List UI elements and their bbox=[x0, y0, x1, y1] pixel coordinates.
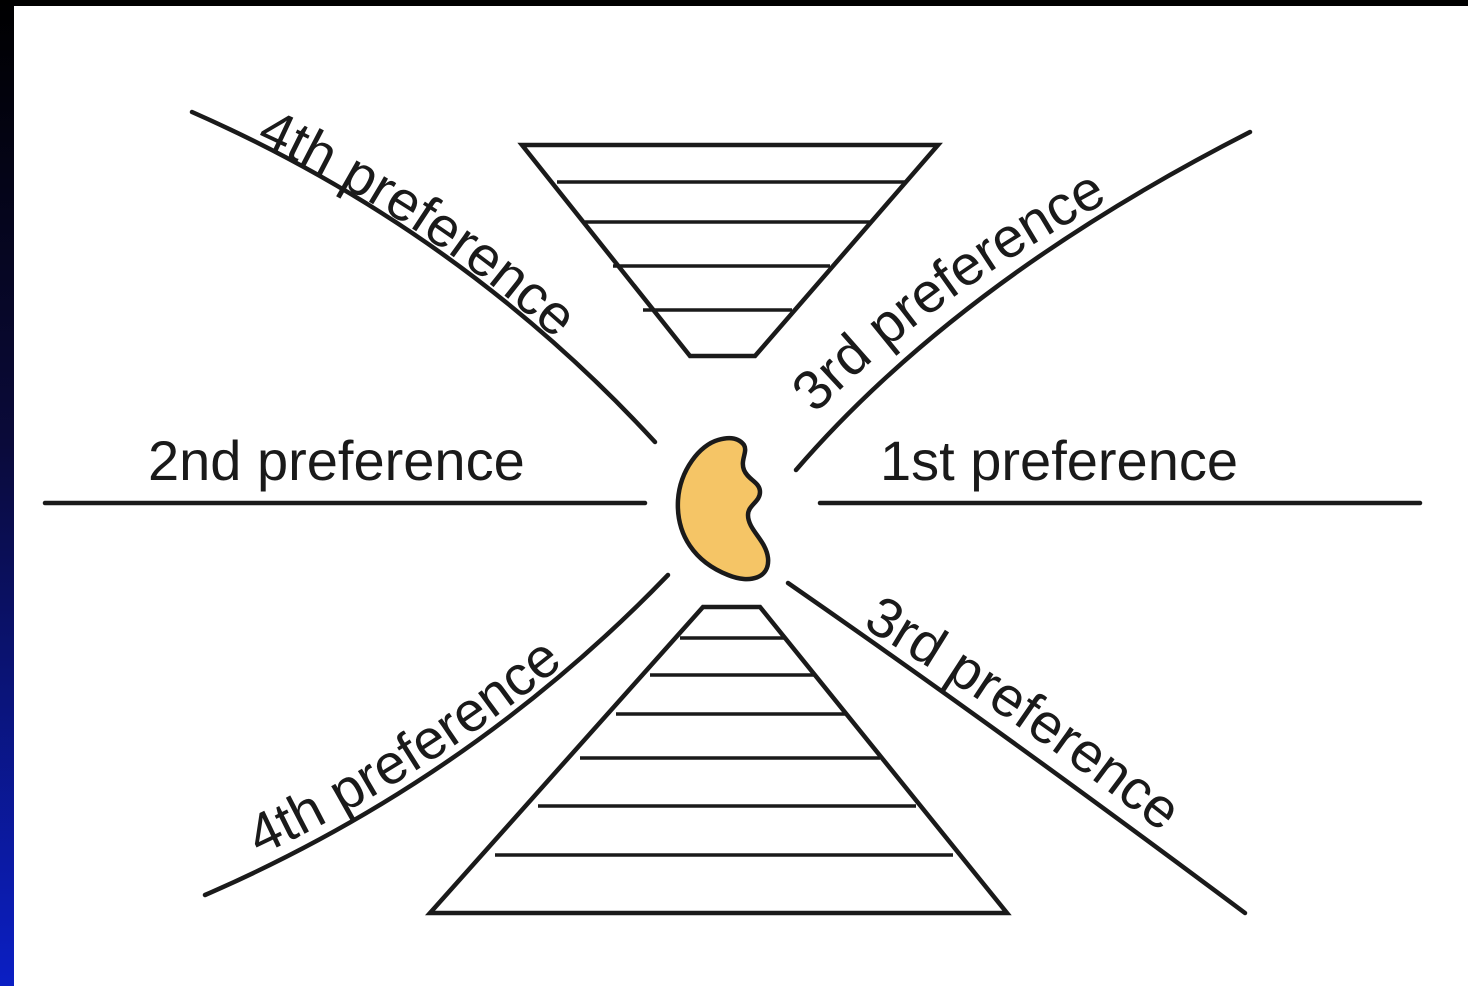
fourth-preference-upper-label: 4th preference bbox=[250, 96, 590, 348]
second-preference-label: 2nd preference bbox=[148, 429, 525, 492]
fourth-preference-upper-text: 4th preference bbox=[250, 96, 590, 348]
kidney-icon bbox=[678, 438, 768, 579]
first-preference-label: 1st preference bbox=[880, 429, 1238, 492]
